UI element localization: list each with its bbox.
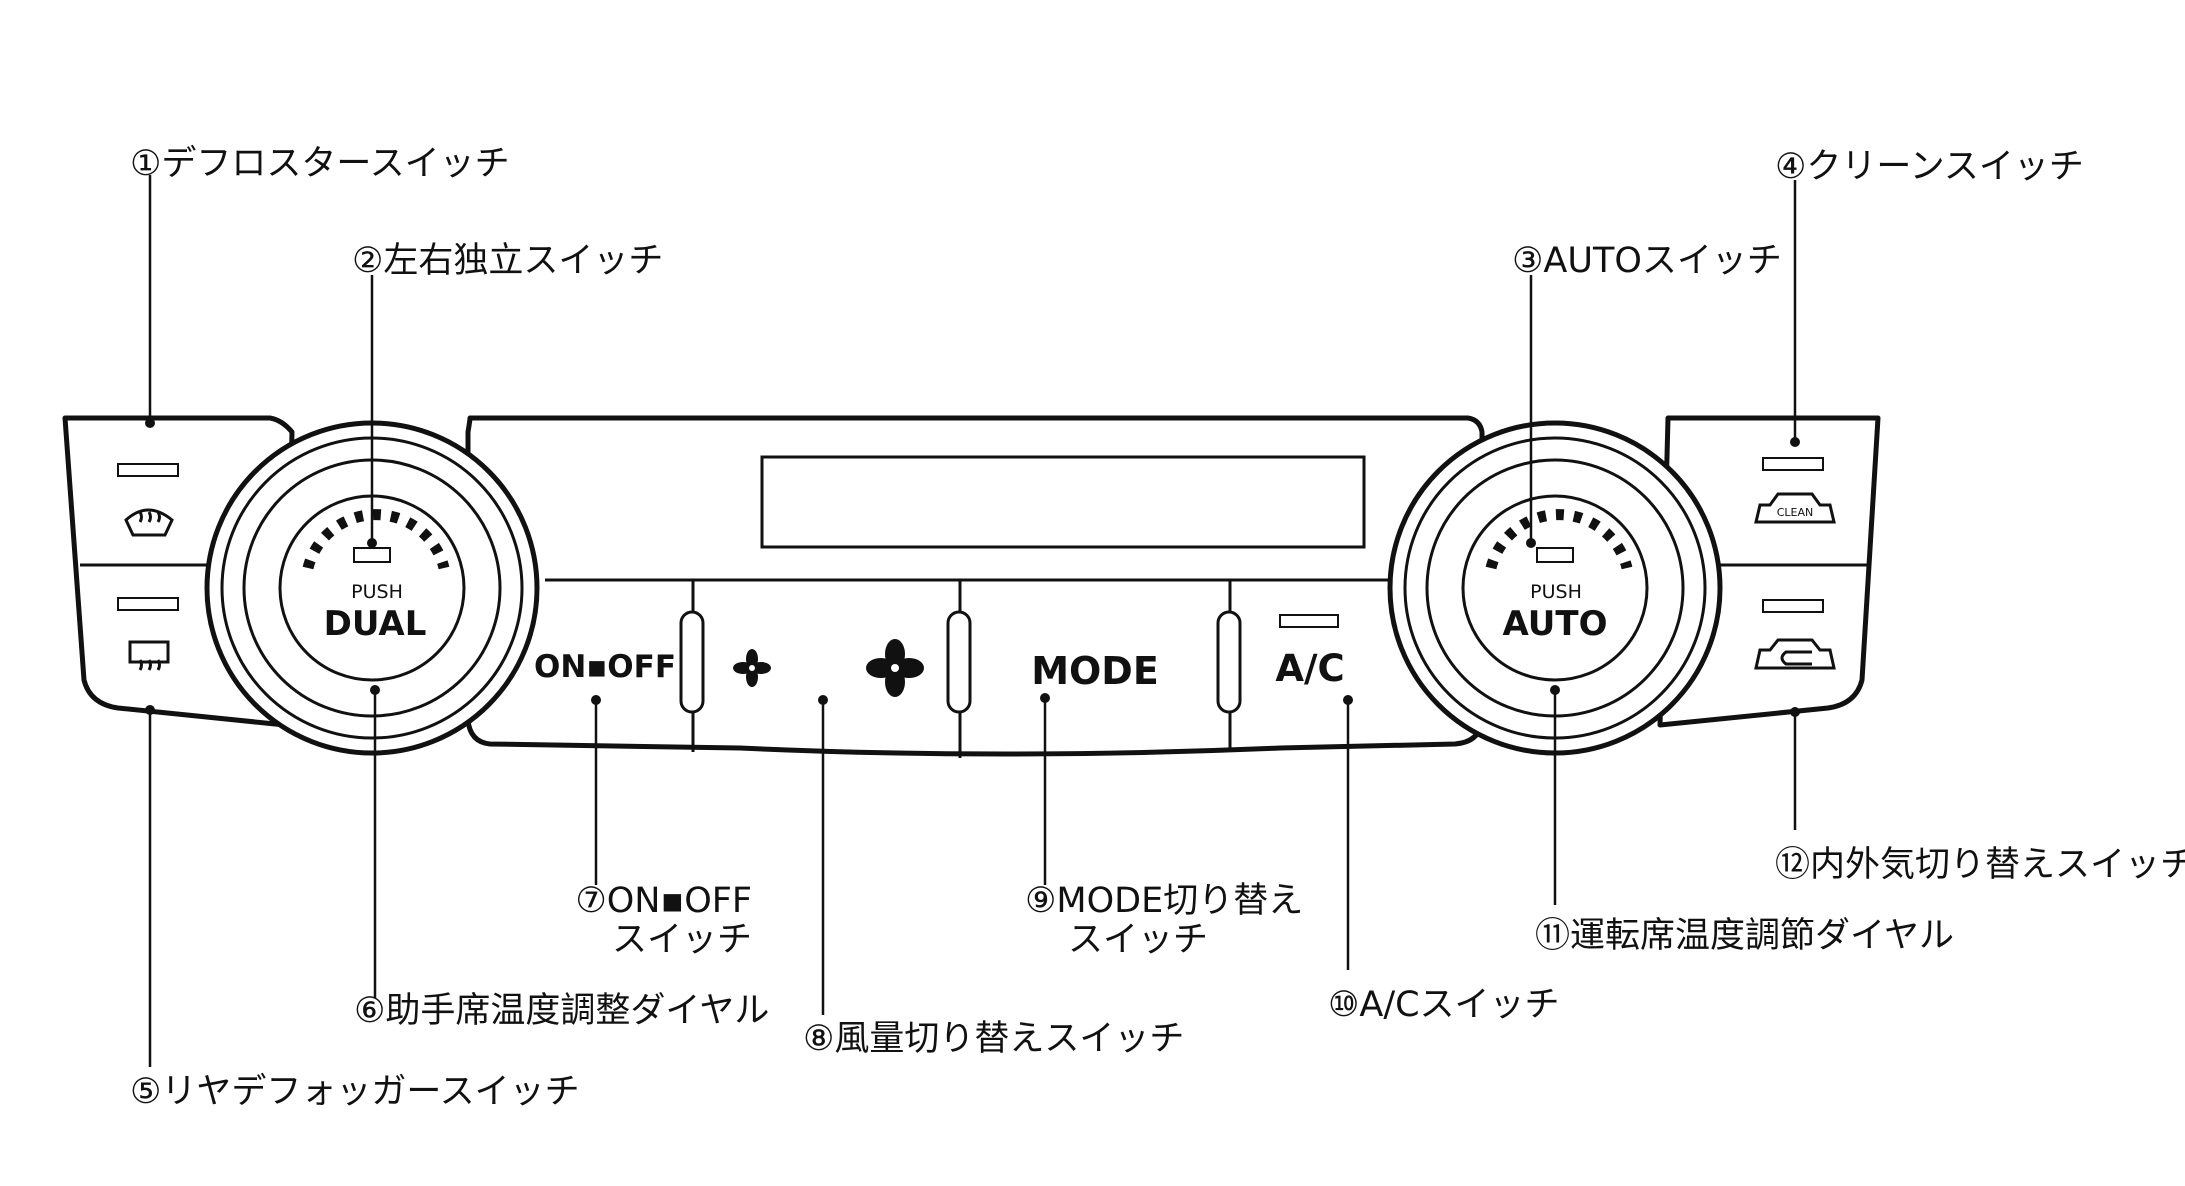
clean-car-icon[interactable]: CLEAN [1754,492,1836,524]
callout-recirc: ⑫内外気切り替えスイッチ [1775,845,2185,885]
left-knob-label: DUAL [324,604,427,644]
callout-onoff-line1: ⑦ON▪OFF [575,881,752,921]
callout-dual: ②左右独立スイッチ [352,241,663,281]
right-knob-push: PUSH [1530,581,1582,603]
callout-rear-defogger: ⑤リヤデフォッガースイッチ [130,1072,580,1112]
right-knob-indicator [1536,547,1574,563]
callout-clean: ④クリーンスイッチ [1775,147,2084,187]
slot-2 [946,610,972,714]
ac-button[interactable]: A/C [1275,647,1344,690]
left-knob-indicator [353,547,391,563]
callout-driver-dial: ⑪運転席温度調節ダイヤル [1535,916,1954,956]
right-knob-label: AUTO [1503,604,1608,644]
slot-1 [679,610,705,714]
right-temp-scale [1485,509,1633,570]
defroster-indicator [117,463,179,477]
front-defroster-icon[interactable] [124,508,174,537]
left-temp-scale [302,509,450,570]
clean-icon-label: CLEAN [1777,506,1814,519]
leader-lines [148,175,1797,1067]
clean-indicator [1762,457,1824,471]
callout-passenger-dial: ⑥助手席温度調整ダイヤル [354,991,769,1031]
rear-defogger-icon[interactable] [128,640,170,671]
right-wing-panel [1657,415,1881,728]
callout-fan: ⑧風量切り替えスイッチ [803,1019,1184,1059]
fan-low-icon[interactable] [733,649,771,687]
display-window [760,455,1366,549]
callout-onoff-line2: スイッチ [612,920,752,960]
recirc-indicator [1762,599,1824,613]
right-knob[interactable]: PUSH AUTO [1387,420,1723,756]
onoff-button[interactable]: ON▪OFF [534,649,676,685]
recirculation-car-icon[interactable] [1754,638,1836,670]
callout-ac: ⑩A/Cスイッチ [1328,985,1560,1025]
callout-auto: ③AUTOスイッチ [1512,241,1782,281]
callout-mode-line2: スイッチ [1068,920,1208,960]
rear-defogger-indicator [117,597,179,611]
ac-indicator [1279,614,1339,628]
mode-button[interactable]: MODE [1031,649,1159,693]
fan-high-icon[interactable] [866,639,924,697]
left-knob[interactable]: PUSH DUAL [204,420,540,756]
left-knob-push: PUSH [351,581,403,603]
callout-mode-line1: ⑨MODE切り替え [1025,881,1303,921]
leader-dots [145,418,1800,717]
slot-3 [1216,610,1242,714]
callout-defroster: ①デフロスタースイッチ [130,144,510,184]
